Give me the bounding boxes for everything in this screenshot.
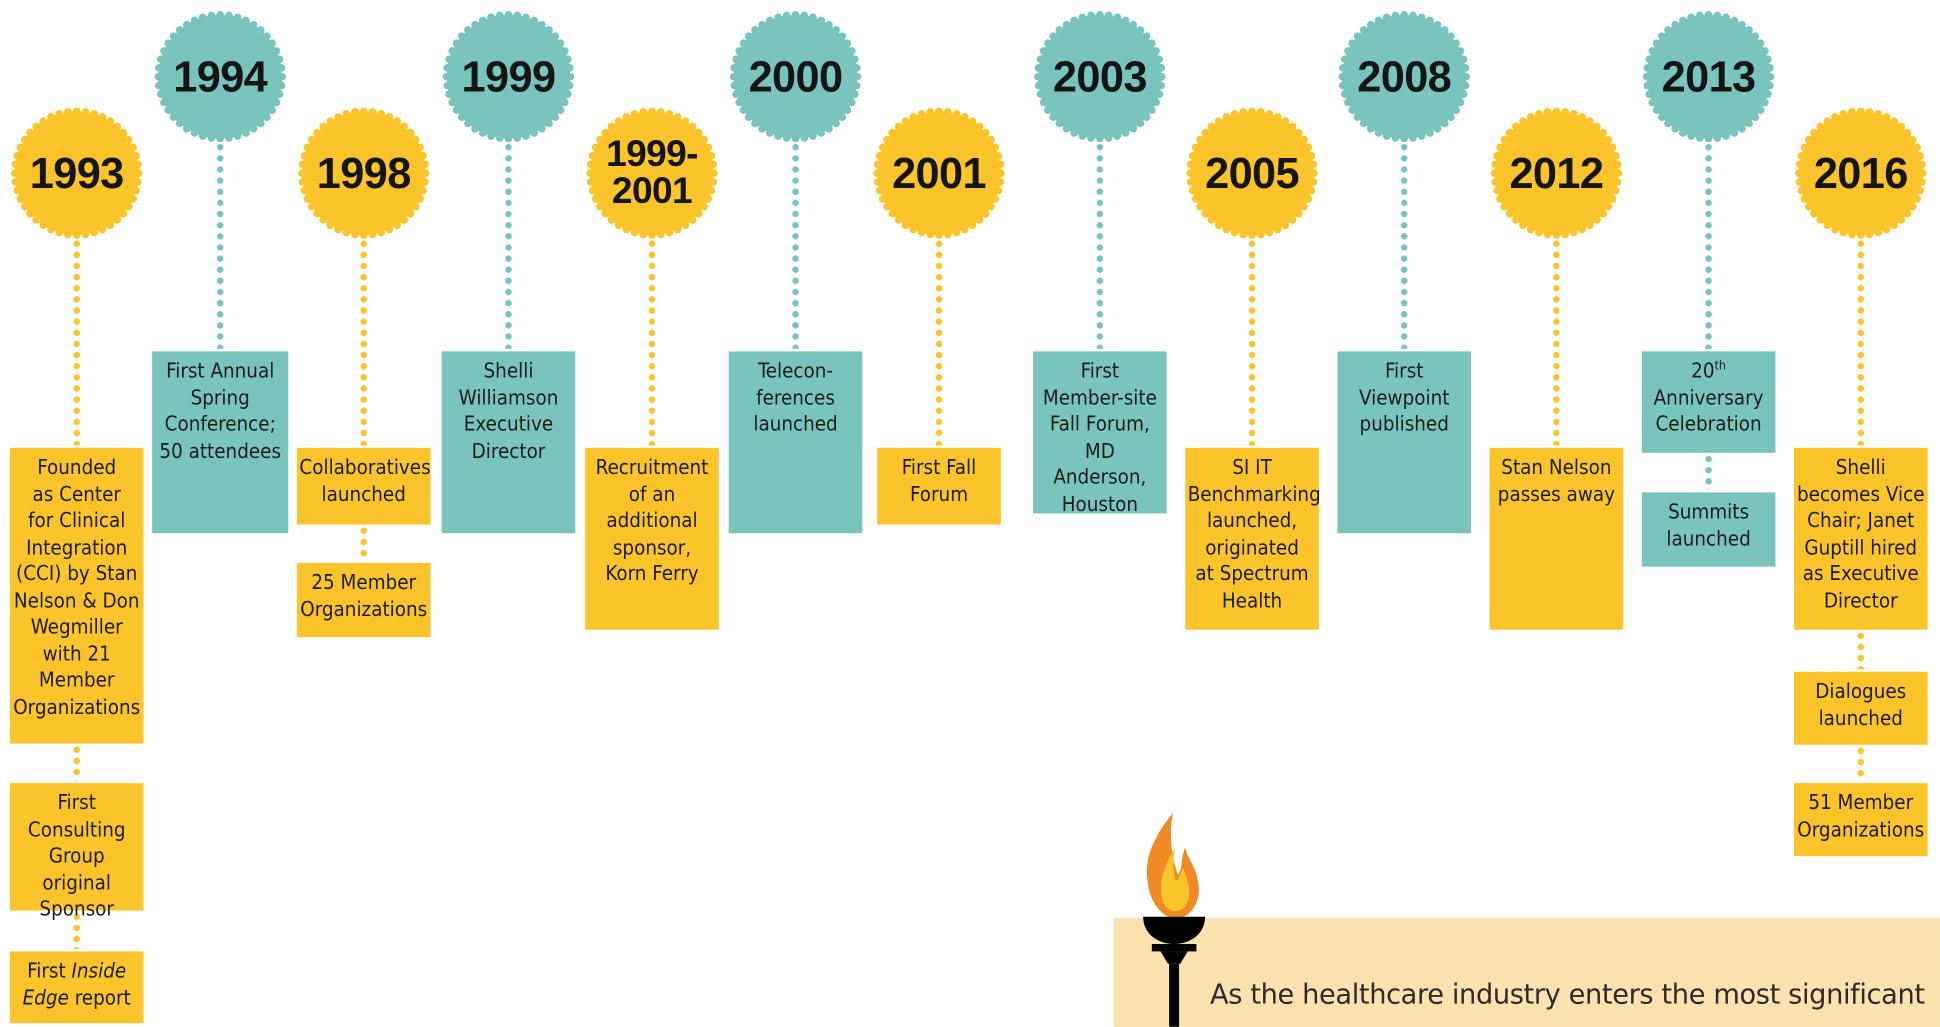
dotted-connector bbox=[72, 746, 81, 781]
dotted-connector bbox=[360, 527, 368, 561]
year-badge-1994: 1994 bbox=[151, 7, 290, 146]
year-label: 1993 bbox=[29, 149, 124, 198]
event-box: Shelli becomes Vice Chair; Janet Guptill… bbox=[1793, 447, 1928, 630]
year-badge-2005: 2005 bbox=[1183, 104, 1322, 243]
scalloped-circle-icon bbox=[1795, 107, 1927, 239]
year-label: 1999 bbox=[461, 52, 556, 101]
dotted-connector bbox=[216, 143, 224, 349]
event-box: Collaboratives launched bbox=[296, 447, 431, 525]
scalloped-circle-icon bbox=[442, 11, 575, 143]
dotted-connector bbox=[1857, 632, 1865, 670]
dotted-connector bbox=[1704, 143, 1713, 349]
year-label: 2013 bbox=[1661, 52, 1756, 101]
scalloped-circle-icon bbox=[154, 11, 286, 143]
year-label: 2003 bbox=[1052, 52, 1147, 101]
event-box: SI IT Benchmarking launched, originated … bbox=[1185, 447, 1321, 630]
event-box: Dialogues launched bbox=[1793, 671, 1928, 745]
scalloped-circle-icon bbox=[586, 107, 718, 239]
event-box: 51 Member Organizations bbox=[1793, 783, 1928, 857]
year-label: 1998 bbox=[316, 149, 411, 198]
event-box: Summits launched bbox=[1641, 492, 1776, 567]
year-badge-2012: 2012 bbox=[1487, 104, 1626, 243]
event-box: 20th Anniversary Celebration bbox=[1641, 351, 1776, 453]
year-label: 1999- 2001 bbox=[606, 133, 698, 212]
scalloped-circle-icon bbox=[873, 107, 1005, 239]
year-badge-1999: 1999 bbox=[439, 7, 578, 146]
dotted-connector bbox=[504, 143, 513, 349]
banner-text: As the healthcare industry enters the mo… bbox=[1209, 979, 1925, 1011]
year-badge-2016: 2016 bbox=[1791, 104, 1930, 243]
dotted-connector bbox=[1857, 240, 1865, 446]
year-badge-1999-2001: 1999- 2001 bbox=[583, 104, 722, 243]
dotted-connector bbox=[1857, 747, 1865, 781]
dotted-connector bbox=[1400, 143, 1408, 349]
year-badge-1993: 1993 bbox=[7, 104, 146, 243]
scalloped-circle-icon bbox=[1186, 107, 1318, 239]
event-box: Founded as Center for Clinical Integrati… bbox=[9, 447, 144, 744]
event-box: First Inside Edge report bbox=[9, 951, 144, 1024]
year-badge-1998: 1998 bbox=[294, 104, 433, 243]
event-box: First Viewpoint published bbox=[1337, 351, 1472, 534]
year-label: 2005 bbox=[1205, 149, 1299, 198]
scalloped-circle-icon bbox=[1490, 107, 1623, 239]
year-badge-2013: 2013 bbox=[1639, 7, 1778, 146]
scalloped-circle-icon bbox=[298, 107, 430, 239]
scalloped-circle-icon bbox=[1034, 11, 1166, 143]
event-box: Recruitment of an additional sponsor, Ko… bbox=[585, 447, 719, 630]
event-box: First Member-site Fall Forum, MD Anderso… bbox=[1033, 351, 1167, 515]
event-box: First Fall Forum bbox=[877, 447, 1001, 525]
scalloped-circle-icon bbox=[729, 11, 862, 143]
year-label: 2000 bbox=[748, 52, 843, 101]
year-label: 2008 bbox=[1357, 52, 1452, 101]
year-label: 1994 bbox=[173, 52, 268, 101]
year-label: 2001 bbox=[892, 149, 986, 198]
dotted-connector bbox=[72, 913, 81, 949]
event-box: Stan Nelson passes away bbox=[1489, 447, 1624, 630]
scalloped-circle-icon bbox=[1338, 11, 1470, 143]
dotted-connector bbox=[1096, 143, 1104, 349]
scalloped-circle-icon bbox=[1642, 11, 1775, 143]
event-box: First Annual Spring Conference; 50 atten… bbox=[152, 351, 289, 534]
dotted-connector bbox=[1552, 240, 1561, 446]
closing-banner: As the healthcare industry enters the mo… bbox=[1113, 918, 1940, 1027]
scalloped-circle-icon bbox=[11, 107, 143, 239]
event-box: Shelli Williamson Executive Director bbox=[441, 351, 576, 534]
year-label: 2016 bbox=[1813, 149, 1908, 198]
dotted-connector bbox=[935, 240, 943, 446]
dotted-connector bbox=[648, 240, 656, 446]
dotted-connector bbox=[72, 240, 81, 446]
year-badge-2001: 2001 bbox=[870, 104, 1009, 243]
dotted-connector bbox=[1704, 455, 1713, 490]
event-box: Telecon- ferences launched bbox=[728, 351, 863, 534]
year-label: 2012 bbox=[1509, 149, 1604, 198]
dotted-connector bbox=[1248, 240, 1256, 446]
dotted-connector bbox=[360, 240, 368, 446]
year-badge-2003: 2003 bbox=[1031, 7, 1170, 146]
event-box: 25 Member Organizations bbox=[296, 562, 431, 638]
year-badge-2008: 2008 bbox=[1335, 7, 1474, 146]
year-badge-2000: 2000 bbox=[726, 7, 865, 146]
dotted-connector bbox=[791, 143, 800, 349]
torch-icon bbox=[1143, 812, 1206, 1027]
event-box: First Consulting Group original Sponsor bbox=[9, 783, 144, 920]
